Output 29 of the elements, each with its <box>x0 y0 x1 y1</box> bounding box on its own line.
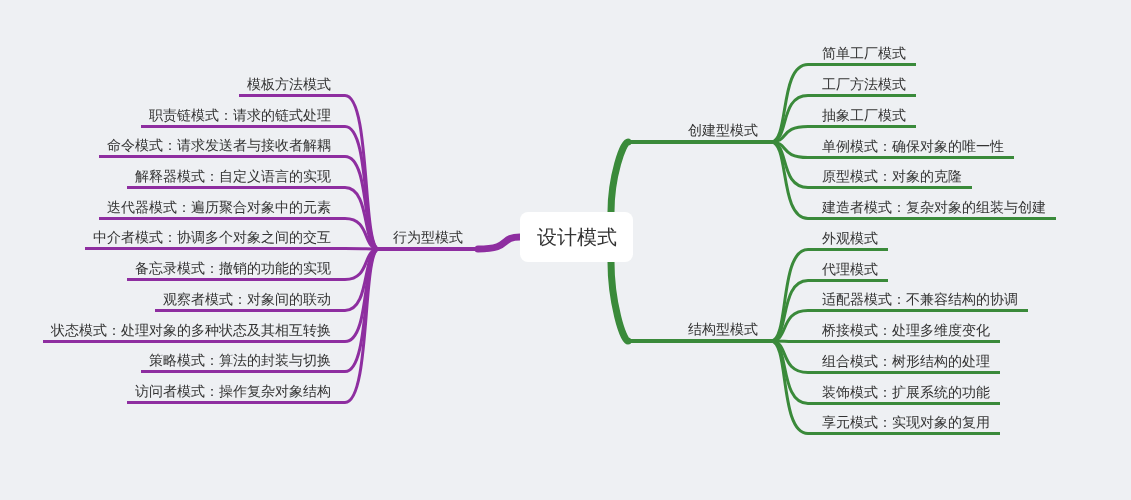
subtopic: 模板方法模式 <box>239 74 345 97</box>
branch-topic: 创建型模式 <box>628 120 772 144</box>
subtopic: 状态模式：处理对象的多种状态及其相互转换 <box>43 320 345 343</box>
subtopic: 组合模式：树形结构的处理 <box>808 351 1000 374</box>
subtopic: 职责链模式：请求的链式处理 <box>141 105 345 128</box>
subtopic: 单例模式：确保对象的唯一性 <box>808 136 1014 159</box>
subtopic: 原型模式：对象的克隆 <box>808 166 972 189</box>
subtopic: 命令模式：请求发送者与接收者解耦 <box>99 135 345 158</box>
subtopic: 外观模式 <box>808 228 888 251</box>
subtopic: 解释器模式：自定义语言的实现 <box>127 166 345 189</box>
subtopic: 备忘录模式：撤销的功能的实现 <box>127 258 345 281</box>
subtopic: 建造者模式：复杂对象的组装与创建 <box>808 197 1056 220</box>
subtopic: 策略模式：算法的封装与切换 <box>141 350 345 373</box>
subtopic: 代理模式 <box>808 259 888 282</box>
subtopic: 享元模式：实现对象的复用 <box>808 412 1000 435</box>
branch-line <box>769 140 810 220</box>
subtopic: 桥接模式：处理多维度变化 <box>808 320 1000 343</box>
subtopic: 适配器模式：不兼容结构的协调 <box>808 289 1028 312</box>
subtopic: 迭代器模式：遍历聚合对象中的元素 <box>99 197 345 220</box>
subtopic: 访问者模式：操作复杂对象结构 <box>127 381 345 404</box>
subtopic: 装饰模式：扩展系统的功能 <box>808 382 1000 405</box>
subtopic: 工厂方法模式 <box>808 74 916 97</box>
subtopic: 简单工厂模式 <box>808 43 916 66</box>
branch-topic: 行为型模式 <box>378 227 478 251</box>
subtopic: 抽象工厂模式 <box>808 105 916 128</box>
subtopic: 观察者模式：对象间的联动 <box>155 289 345 312</box>
branch-topic: 结构型模式 <box>628 319 772 343</box>
subtopic: 中介者模式：协调多个对象之间的交互 <box>85 227 345 250</box>
root-topic-box: 设计模式 <box>520 212 633 262</box>
